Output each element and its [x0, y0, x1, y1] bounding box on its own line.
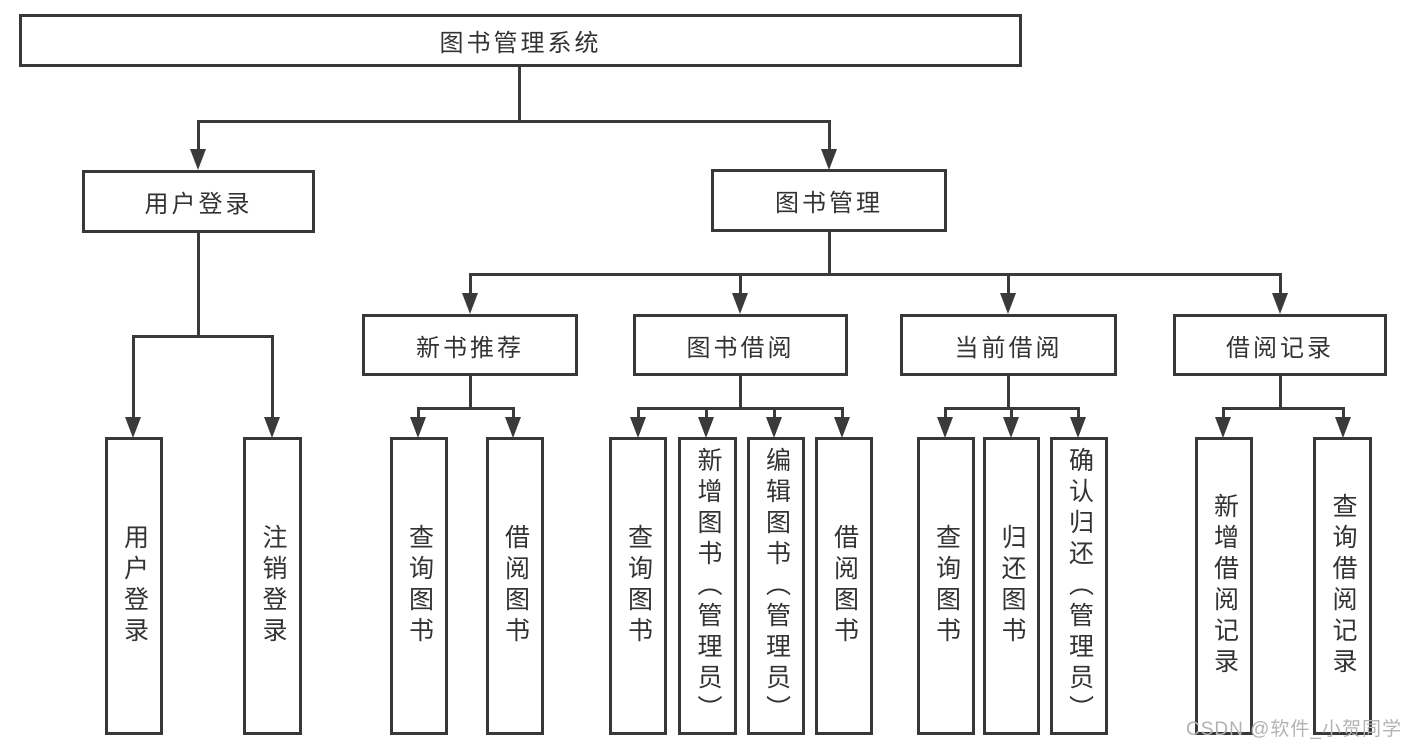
- connector-line: [1222, 407, 1345, 410]
- connector-line: [132, 335, 274, 338]
- leaf-confirm-return-admin: 确认归还（管理员）: [1050, 437, 1108, 735]
- connector-line: [1077, 407, 1080, 419]
- leaf-add-book-admin: 新增图书（管理员）: [678, 437, 737, 735]
- leaf-add-borrow-record: 新增借阅记录: [1195, 437, 1253, 735]
- arrow-down-icon: [834, 417, 850, 438]
- connector-line: [739, 273, 742, 296]
- connector-line: [944, 407, 947, 419]
- node-new-book-recommend: 新书推荐: [362, 314, 578, 376]
- arrow-down-icon: [1070, 417, 1086, 438]
- connector-line: [637, 407, 844, 410]
- arrow-down-icon: [505, 417, 521, 438]
- connector-line: [197, 120, 200, 152]
- leaf-borrow-books-recommend: 借阅图书: [486, 437, 544, 735]
- leaf-query-books-current: 查询图书: [917, 437, 975, 735]
- leaf-borrow-books: 借阅图书: [815, 437, 873, 735]
- connector-line: [828, 120, 831, 152]
- leaf-user-login: 用户登录: [105, 437, 163, 735]
- leaf-return-book: 归还图书: [983, 437, 1040, 735]
- leaf-edit-book-admin: 编辑图书（管理员）: [747, 437, 805, 735]
- node-borrow-records: 借阅记录: [1173, 314, 1387, 376]
- connector-line: [469, 376, 472, 407]
- connector-line: [271, 335, 274, 419]
- connector-line: [1007, 376, 1010, 407]
- connector-line: [512, 407, 515, 419]
- arrow-down-icon: [698, 417, 714, 438]
- arrow-down-icon: [264, 417, 280, 438]
- leaf-query-books-borrow: 查询图书: [609, 437, 667, 735]
- connector-line: [1279, 376, 1282, 407]
- arrow-down-icon: [190, 149, 206, 170]
- connector-line: [518, 67, 521, 120]
- connector-line: [773, 407, 776, 419]
- connector-line: [469, 273, 1282, 276]
- connector-line: [637, 407, 640, 419]
- connector-line: [1222, 407, 1225, 419]
- arrow-down-icon: [1215, 417, 1231, 438]
- connector-line: [417, 407, 420, 419]
- connector-line: [739, 376, 742, 407]
- connector-line: [1007, 273, 1010, 296]
- node-user-login: 用户登录: [82, 170, 315, 233]
- arrow-down-icon: [937, 417, 953, 438]
- arrow-down-icon: [732, 293, 748, 314]
- arrow-down-icon: [630, 417, 646, 438]
- arrow-down-icon: [125, 417, 141, 438]
- leaf-query-books-recommend: 查询图书: [390, 437, 448, 735]
- arrow-down-icon: [821, 149, 837, 170]
- arrow-down-icon: [410, 417, 426, 438]
- connector-line: [132, 335, 135, 419]
- watermark: CSDN @软件_小贺同学: [1186, 719, 1402, 740]
- node-book-management: 图书管理: [711, 169, 947, 232]
- leaf-logout: 注销登录: [243, 437, 302, 735]
- arrow-down-icon: [1335, 417, 1351, 438]
- arrow-down-icon: [1272, 293, 1288, 314]
- leaf-query-borrow-record: 查询借阅记录: [1313, 437, 1372, 735]
- connector-line: [1010, 407, 1013, 419]
- connector-line: [841, 407, 844, 419]
- connector-line: [828, 232, 831, 273]
- connector-line: [705, 407, 708, 419]
- connector-line: [197, 120, 831, 123]
- node-current-borrow: 当前借阅: [900, 314, 1117, 376]
- connector-line: [1342, 407, 1345, 419]
- connector-line: [469, 273, 472, 296]
- arrow-down-icon: [1000, 293, 1016, 314]
- connector-line: [417, 407, 515, 410]
- connector-line: [197, 233, 200, 335]
- arrow-down-icon: [766, 417, 782, 438]
- node-root: 图书管理系统: [19, 14, 1022, 67]
- node-book-borrow: 图书借阅: [633, 314, 848, 376]
- arrow-down-icon: [1003, 417, 1019, 438]
- connector-line: [1279, 273, 1282, 296]
- arrow-down-icon: [462, 293, 478, 314]
